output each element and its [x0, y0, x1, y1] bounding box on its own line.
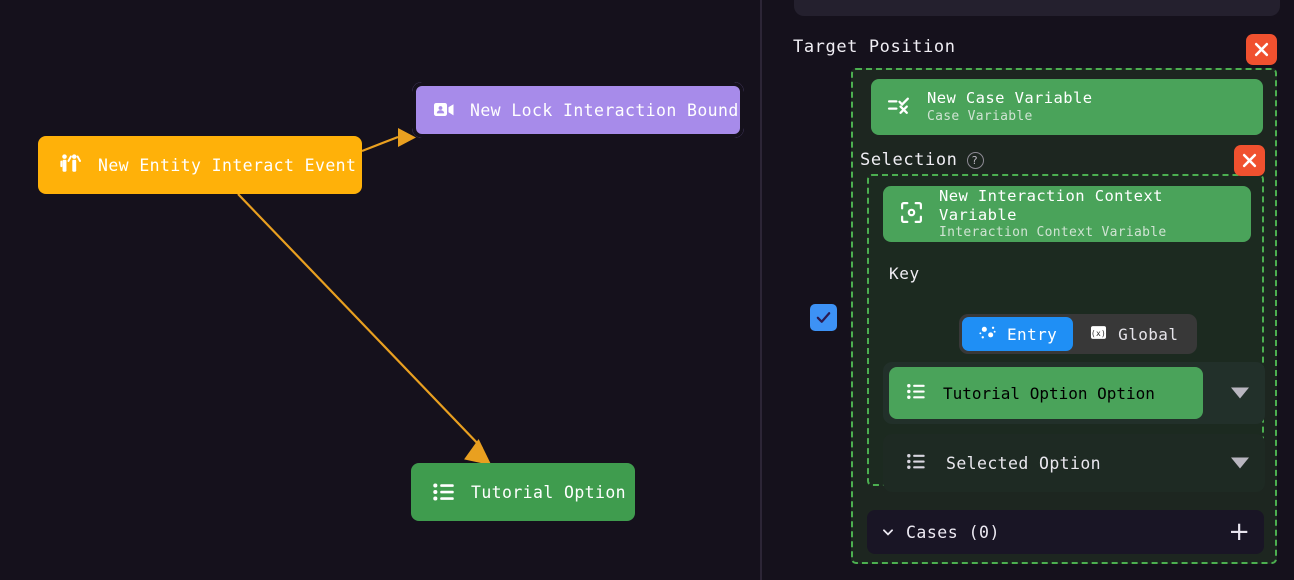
node-graph-icon [978, 323, 997, 346]
selection-container: New Interaction Context Variable Interac… [867, 174, 1265, 492]
chevron-down-icon[interactable] [1231, 457, 1249, 469]
inspector-panel: Target Position New Case Variable Case [764, 0, 1294, 580]
close-icon [1254, 42, 1269, 57]
graph-edges [237, 128, 492, 466]
selection-label-text: Selection [860, 150, 958, 170]
selection-checkbox[interactable] [810, 304, 837, 331]
chip-title: New Interaction Context Variable [939, 186, 1163, 224]
scan-target-icon [899, 200, 924, 229]
key-option-entry[interactable]: Entry [962, 317, 1074, 351]
list-icon [431, 479, 457, 505]
target-position-container: New Case Variable Case Variable Selectio… [851, 68, 1277, 564]
node-lock-interaction-bound[interactable]: New Lock Interaction Bound [412, 82, 744, 138]
key-label: Key [889, 264, 920, 283]
cases-section[interactable]: Cases (0) + [867, 510, 1264, 554]
key-value-dropdown[interactable]: Tutorial Option Option [883, 362, 1265, 424]
chip-subtitle: Case Variable [927, 108, 1033, 124]
close-target-position-button[interactable] [1246, 34, 1277, 65]
node-entity-interact-event[interactable]: New Entity Interact Event [38, 136, 362, 194]
page-title: Target Position [793, 37, 956, 57]
video-person-icon [432, 98, 456, 122]
selected-option-row: Selected Option [883, 450, 1101, 477]
help-icon[interactable]: ? [966, 151, 984, 169]
key-option-global-label: Global [1118, 324, 1179, 344]
list-icon [905, 380, 928, 407]
people-interact-icon [58, 152, 84, 178]
node-label: New Lock Interaction Bound [470, 100, 739, 120]
variable-x-icon: (x) [1089, 323, 1108, 346]
chip-title: Tutorial Option [943, 383, 1088, 403]
close-icon [1242, 153, 1257, 168]
chip-subtitle: Option [1097, 383, 1155, 403]
key-option-entry-label: Entry [1007, 324, 1058, 344]
close-selection-button[interactable] [1234, 145, 1265, 176]
selected-option-label: Selected Option [946, 453, 1102, 473]
check-icon [816, 312, 831, 323]
selection-label: Selection ? [860, 150, 984, 170]
node-label: Tutorial Option [471, 482, 627, 502]
equals-check-x-icon [887, 93, 912, 122]
node-tutorial-option[interactable]: Tutorial Option [411, 463, 635, 521]
selected-option-dropdown[interactable]: Selected Option [883, 434, 1265, 492]
interaction-context-variable-chip[interactable]: New Interaction Context Variable Interac… [883, 186, 1251, 242]
chevron-down-icon[interactable] [1231, 387, 1249, 399]
graph-canvas[interactable]: New Entity Interact Event New Lock Inter… [0, 0, 762, 580]
chevron-down-icon[interactable] [881, 525, 895, 539]
cases-label: Cases (0) [906, 522, 1000, 542]
key-option-global[interactable]: (x) Global [1073, 317, 1194, 351]
node-label: New Entity Interact Event [98, 155, 357, 175]
add-case-button[interactable]: + [1228, 517, 1250, 547]
cases-header[interactable]: Cases (0) [881, 523, 1000, 542]
chip-subtitle: Interaction Context Variable [939, 225, 1167, 241]
panel-top-card [794, 0, 1280, 16]
chip-title: New Case Variable [927, 89, 1093, 108]
svg-text:(x): (x) [1091, 329, 1106, 338]
tutorial-option-chip[interactable]: Tutorial Option Option [889, 367, 1203, 419]
key-source-toggle[interactable]: Entry (x) Global [959, 314, 1198, 354]
list-icon [905, 450, 928, 477]
case-variable-chip[interactable]: New Case Variable Case Variable [871, 79, 1263, 135]
